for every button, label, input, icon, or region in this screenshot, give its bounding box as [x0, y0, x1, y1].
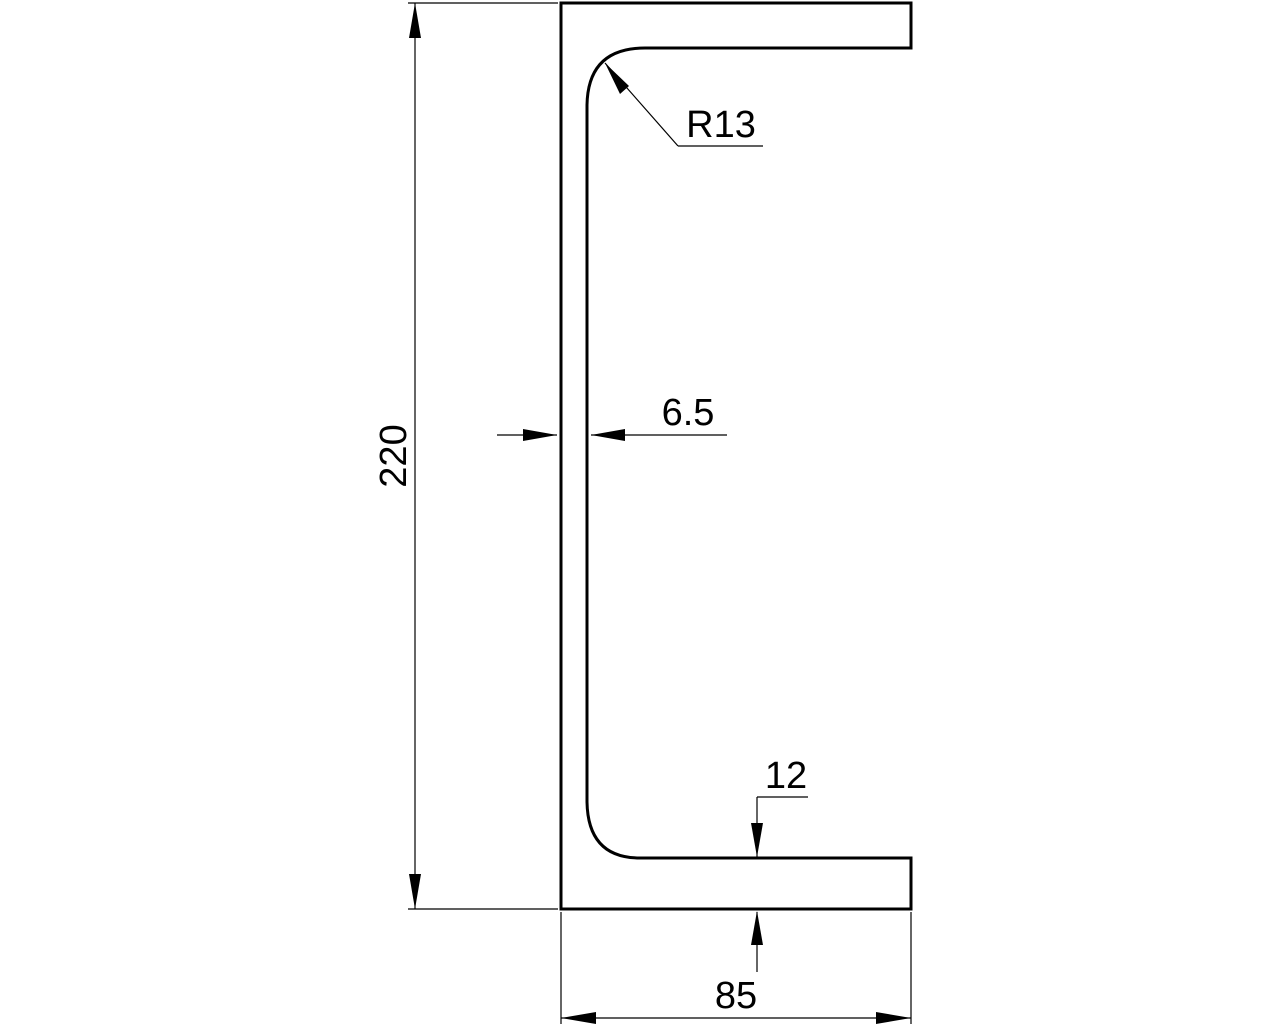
height-arrow-bottom	[409, 874, 421, 909]
height-dimension: 220	[373, 2, 558, 910]
web-thickness-right-arrow	[591, 429, 625, 441]
web-thickness-left-arrow	[523, 429, 557, 441]
web-thickness-label: 6.5	[662, 392, 715, 434]
channel-profile-outline	[559, 1, 913, 911]
web-thickness-dimension: 6.5	[497, 392, 727, 441]
flange-thickness-label: 12	[765, 755, 807, 797]
root-radius-arrow	[605, 63, 629, 94]
width-arrow-left	[561, 1012, 596, 1024]
flange-thickness-dimension: 12	[751, 755, 808, 857]
height-arrow-top	[409, 3, 421, 38]
flange-thickness-arrow	[751, 823, 763, 857]
root-radius-label: R13	[686, 104, 756, 146]
bottom-face-leader-arrow	[751, 911, 763, 945]
flange-width-label: 85	[715, 975, 757, 1017]
flange-width-dimension: 85	[560, 912, 912, 1024]
height-dimension-label: 220	[373, 424, 415, 487]
root-radius-dimension: R13	[604, 62, 763, 147]
bottom-face-leader	[751, 911, 763, 972]
width-arrow-right	[876, 1012, 911, 1024]
